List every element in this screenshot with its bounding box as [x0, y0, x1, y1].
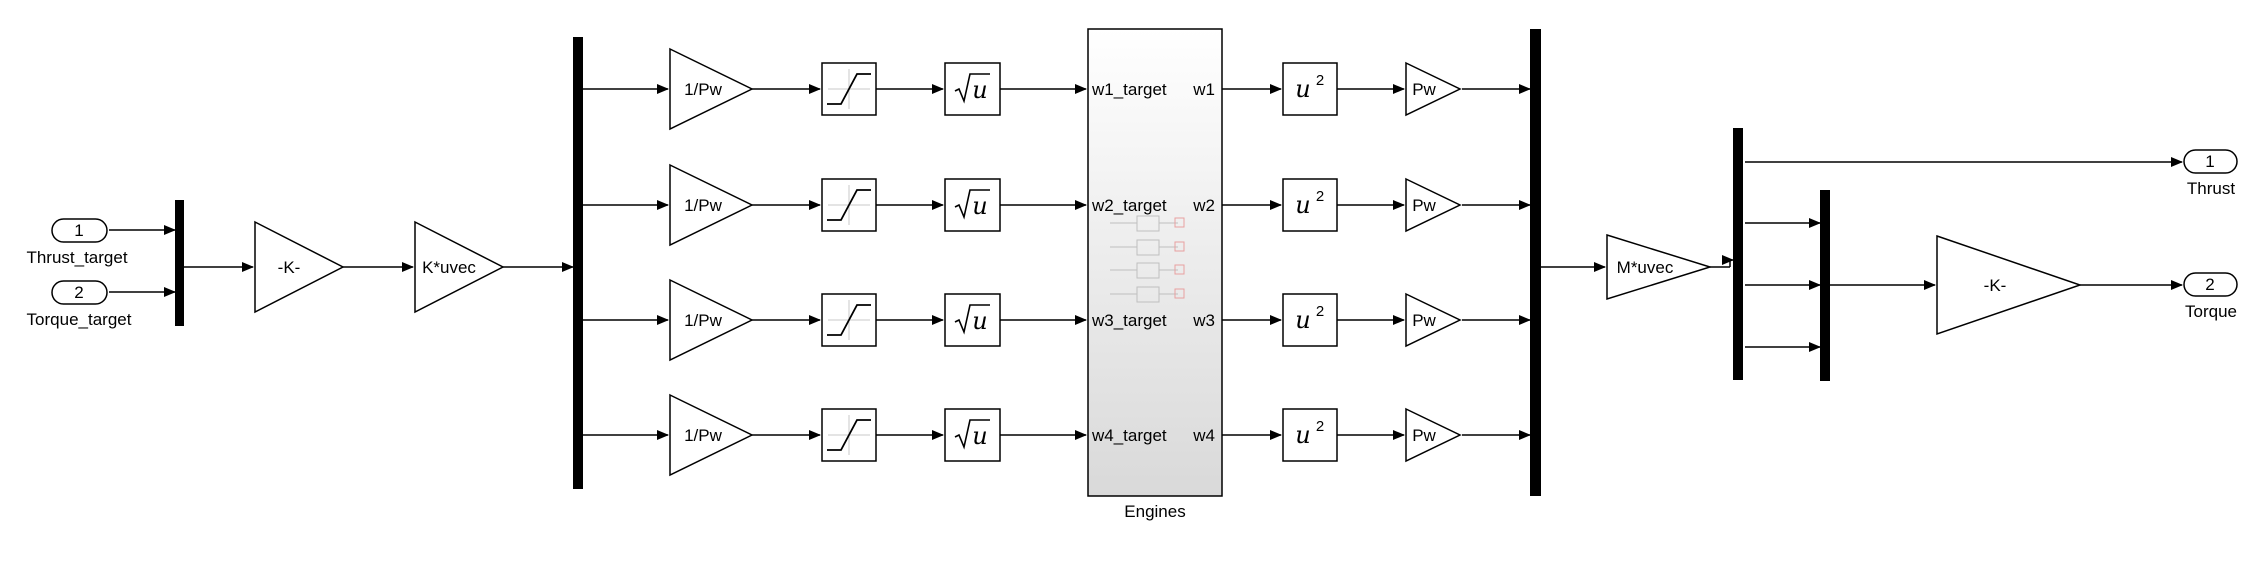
gain-label: 1/Pw	[684, 311, 723, 330]
outport-thrust[interactable]: 1 Thrust	[2183, 149, 2238, 198]
square-exponent: 2	[1316, 418, 1324, 435]
saturation-block[interactable]	[821, 178, 877, 232]
outport-number: 2	[2205, 275, 2214, 294]
gain-label: M*uvec	[1617, 258, 1674, 277]
demux-output[interactable]	[1733, 128, 1743, 380]
engines-output-port-label: w3	[1192, 311, 1215, 330]
gain-inverse-pw[interactable]: 1/Pw	[669, 47, 754, 131]
sqrt-block[interactable]: u	[944, 408, 1001, 462]
signal-lines	[109, 157, 2183, 352]
engines-output-port-label: w4	[1192, 426, 1215, 445]
outport-number: 1	[2205, 152, 2214, 171]
gain-label: Pw	[1412, 196, 1436, 215]
square-exponent: 2	[1316, 72, 1324, 89]
sqrt-icon	[954, 419, 990, 450]
sqrt-icon	[954, 189, 990, 220]
sqrt-label: u	[972, 192, 987, 220]
square-exponent: 2	[1316, 303, 1324, 320]
sqrt-label: u	[972, 422, 987, 450]
gain-label: K*uvec	[422, 258, 476, 277]
gain-pw[interactable]: Pw	[1405, 407, 1462, 463]
inport-label: Thrust_target	[26, 248, 127, 267]
square-label: u	[1295, 191, 1310, 219]
gain-k-torque[interactable]: -K-	[1936, 234, 2083, 336]
gain-label: Pw	[1412, 80, 1436, 99]
square-label: u	[1295, 421, 1310, 449]
inport-number: 1	[74, 221, 83, 240]
saturation-icon	[827, 419, 871, 451]
saturation-block[interactable]	[821, 408, 877, 462]
square-exponent: 2	[1316, 188, 1324, 205]
inport-thrust-target[interactable]: 1 Thrust_target	[26, 218, 128, 267]
gain-label: 1/Pw	[684, 196, 723, 215]
gain-inverse-pw[interactable]: 1/Pw	[669, 278, 754, 362]
saturation-block[interactable]	[821, 62, 877, 116]
saturation-icon	[827, 189, 871, 221]
gain-label: -K-	[278, 258, 301, 277]
sqrt-block[interactable]: u	[944, 293, 1001, 347]
outport-label: Thrust	[2187, 179, 2235, 198]
channel-wires	[583, 84, 1531, 440]
engines-preview-icon	[1110, 215, 1185, 303]
gain-k-uvec[interactable]: K*uvec	[414, 220, 505, 314]
gain-k-input[interactable]: -K-	[254, 220, 345, 314]
gain-m-uvec[interactable]: M*uvec	[1606, 233, 1713, 301]
gain-label: -K-	[1984, 276, 2007, 295]
saturation-block[interactable]	[821, 293, 877, 347]
saturation-icon	[827, 304, 871, 336]
engines-input-port-label: w1_target	[1091, 80, 1167, 99]
mux-input[interactable]	[175, 200, 184, 326]
square-label: u	[1295, 306, 1310, 334]
mux-torque[interactable]	[1820, 190, 1830, 381]
sqrt-label: u	[972, 307, 987, 335]
saturation-icon	[827, 73, 871, 105]
inport-torque-target[interactable]: 2 Torque_target	[27, 280, 132, 329]
gain-label: Pw	[1412, 311, 1436, 330]
engines-subsystem[interactable]: Engines	[1087, 28, 1223, 521]
gain-pw[interactable]: Pw	[1405, 61, 1462, 117]
gain-pw[interactable]: Pw	[1405, 292, 1462, 348]
gain-pw[interactable]: Pw	[1405, 177, 1462, 233]
engines-input-port-label: w2_target	[1091, 196, 1167, 215]
engines-input-port-label: w3_target	[1091, 311, 1167, 330]
engines-label: Engines	[1124, 502, 1185, 521]
sqrt-icon	[954, 304, 990, 335]
outport-label: Torque	[2185, 302, 2237, 321]
mux-channels[interactable]	[1530, 29, 1541, 496]
gain-label: Pw	[1412, 426, 1436, 445]
sqrt-block[interactable]: u	[944, 178, 1001, 232]
inport-label: Torque_target	[27, 310, 132, 329]
gain-inverse-pw[interactable]: 1/Pw	[669, 163, 754, 247]
outport-torque[interactable]: 2 Torque	[2183, 272, 2238, 321]
sqrt-label: u	[972, 76, 987, 104]
engines-input-port-label: w4_target	[1091, 426, 1167, 445]
gain-inverse-pw[interactable]: 1/Pw	[669, 393, 754, 477]
gain-label: 1/Pw	[684, 426, 723, 445]
square-label: u	[1295, 75, 1310, 103]
sqrt-icon	[954, 73, 990, 104]
demux-channels[interactable]	[573, 37, 583, 489]
gain-label: 1/Pw	[684, 80, 723, 99]
engines-output-port-label: w1	[1192, 80, 1215, 99]
inport-number: 2	[74, 283, 83, 302]
sqrt-block[interactable]: u	[944, 62, 1001, 116]
engines-output-port-label: w2	[1192, 196, 1215, 215]
